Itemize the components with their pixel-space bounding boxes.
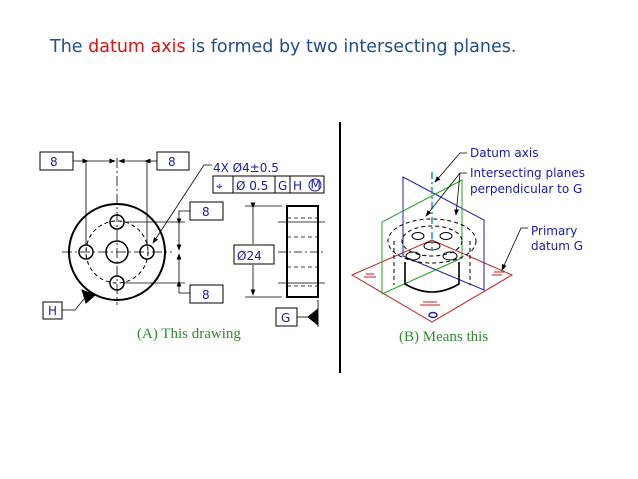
mmc-circle xyxy=(308,178,322,192)
dim-left: 8 xyxy=(50,155,58,169)
dim-right: 8 xyxy=(168,155,176,169)
dim-box xyxy=(189,201,224,221)
dim-box xyxy=(156,151,190,171)
position-symbol: ⌖ xyxy=(216,179,223,193)
dim-box xyxy=(233,244,275,265)
dim-box xyxy=(39,151,74,171)
title-highlight: datum axis xyxy=(88,37,186,57)
label-primary-2: datum G xyxy=(531,239,583,253)
title-text: The xyxy=(50,37,89,57)
label-planes-2: perpendicular to G xyxy=(470,182,582,196)
mmc-modifier: M xyxy=(311,178,321,192)
primary-datum-plane xyxy=(350,239,514,323)
datum-g-label: G xyxy=(281,311,290,325)
slide-title: The datum axis is formed by two intersec… xyxy=(50,37,516,57)
caption-b: (B) Means this xyxy=(399,329,488,345)
caption-a: (A) This drawing xyxy=(137,326,241,342)
dim-top: 8 xyxy=(202,205,210,219)
drawing-a xyxy=(39,151,325,327)
dim-bottom: 8 xyxy=(202,288,210,302)
diameter-dim: Ø24 xyxy=(237,249,262,263)
label-datum-axis: Datum axis xyxy=(470,146,538,160)
title-text-end: is formed by two intersecting planes. xyxy=(185,37,517,57)
fcf-tolerance: Ø 0.5 xyxy=(236,179,268,193)
drawing-b xyxy=(350,152,528,323)
label-primary-1: Primary xyxy=(531,224,577,238)
datum-h-label: H xyxy=(48,304,57,318)
feature-control-frame xyxy=(212,175,325,194)
datum-box-g xyxy=(275,307,298,327)
hole-callout: 4X Ø4±0.5 xyxy=(213,161,279,175)
fcf-datum-h: H xyxy=(293,179,302,193)
datum-box-h xyxy=(42,301,63,320)
dim-box xyxy=(189,284,224,304)
side-view xyxy=(286,205,319,298)
fcf-datum-g: G xyxy=(278,179,287,193)
green-plane xyxy=(381,179,463,295)
label-planes-1: Intersecting planes xyxy=(470,166,585,180)
